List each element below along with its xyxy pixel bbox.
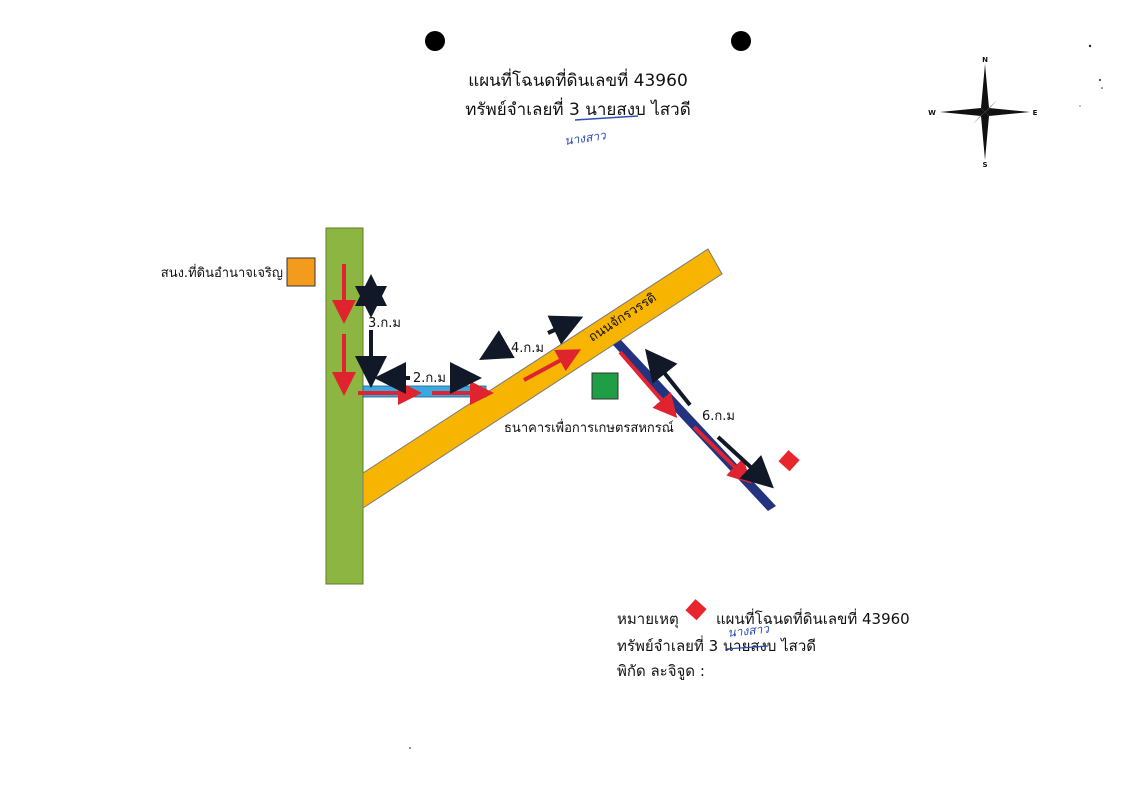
handwritten-correction: นางสาว [563,128,607,148]
distance-label-4km: 4.ก.ม [511,341,544,356]
compass-icon: N S E W [928,56,1037,169]
bank-label: ธนาคารเพื่อการเกษตรสหกรณ์ [504,419,674,436]
compass-s: S [982,161,987,169]
punch-hole-right [731,31,751,51]
scan-specks [409,44,1103,749]
distance-label-3km: 3.ก.ม [368,316,401,331]
land-office-marker [286,257,316,287]
strikethrough-mark [574,115,639,121]
route-arrow [692,425,752,484]
route-arrow [523,349,582,382]
land-office-label: สนง.ที่ดินอำนาจเจริญ [161,264,283,281]
distance-label-2km: 2.ก.ม [413,371,446,386]
distance-label-6km: 6.ก.ม [702,409,735,424]
compass-w: W [928,109,936,117]
legend-text: แผนที่โฉนดที่ดินเลขที่ 43960 [716,608,910,628]
property-subtitle: ทรัพย์จำเลยที่ 3 นายสงบ ไสวดี [465,97,691,120]
compass-e: E [1033,109,1038,117]
note-label: หมายเหตุ [617,610,679,629]
distance-arrow [645,348,692,407]
coordinates-label: พิกัด ละจิจูด : [617,662,705,680]
route-arrow [618,350,678,419]
legend-handwritten-correction: นางสาว [727,622,771,640]
compass-n: N [982,56,988,64]
punch-hole-left [425,31,445,51]
yellow-road [362,248,723,509]
legend-target-icon [685,599,707,621]
distance-arrow [479,330,515,360]
distance-arrow [716,435,774,489]
legend-property-line: ทรัพย์จำเลยที่ 3 นายสงบ ไสวดี [617,635,816,655]
distance-arrow [547,315,584,345]
legend-strikethrough [725,645,769,650]
bank-marker [591,372,619,400]
map-title: แผนที่โฉนดที่ดินเลขที่ 43960 [468,68,688,91]
target-property-marker [778,450,800,472]
distance-arrows [355,274,774,489]
